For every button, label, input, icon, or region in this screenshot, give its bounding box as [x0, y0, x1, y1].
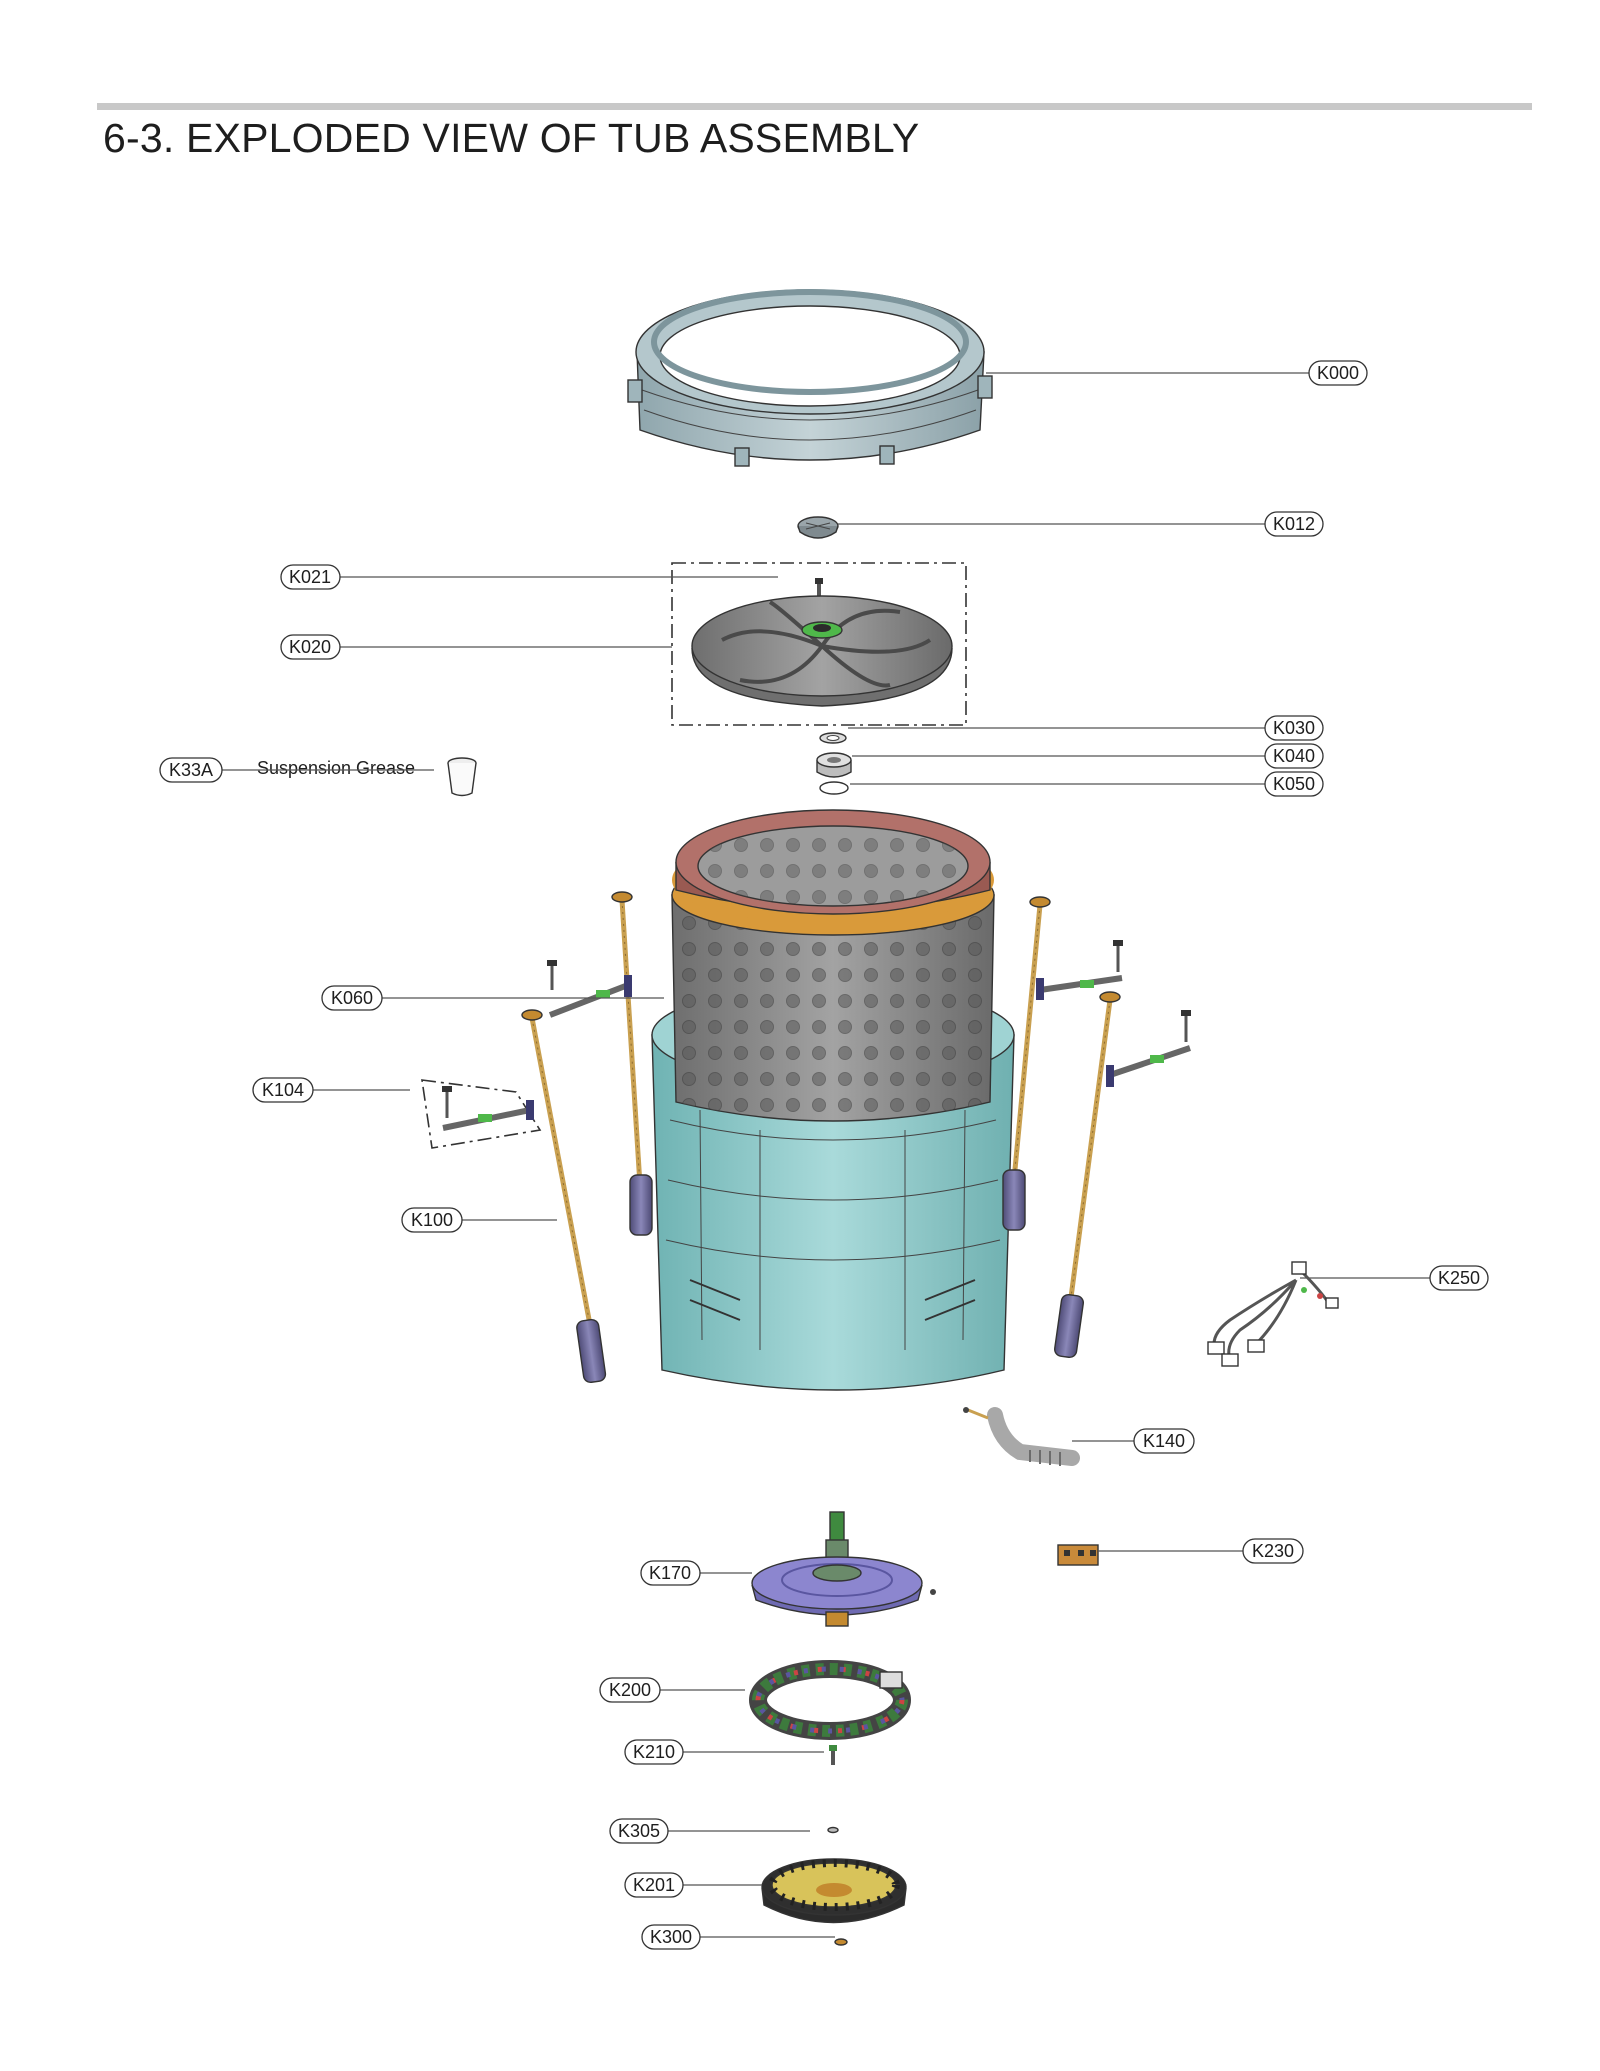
callout-K200: K200 [599, 1677, 661, 1703]
bearing-nut-k040 [816, 752, 852, 778]
callout-K104: K104 [252, 1077, 314, 1103]
header-rule [97, 103, 1532, 110]
callout-K305: K305 [609, 1818, 669, 1844]
hall-sensor-k230 [1057, 1544, 1099, 1566]
callout-K040: K040 [1264, 743, 1324, 769]
callout-K250: K250 [1429, 1265, 1489, 1291]
callout-label: K000 [1317, 363, 1359, 383]
callout-K021: K021 [280, 564, 341, 590]
callout-label: K021 [289, 567, 331, 587]
inner-drum [671, 809, 995, 1122]
washer-k305 [827, 1826, 839, 1834]
callout-K050: K050 [1264, 771, 1324, 797]
stator [749, 1660, 911, 1740]
washer-k050 [819, 781, 849, 795]
washer-k030 [819, 732, 847, 744]
callout-K100: K100 [401, 1207, 463, 1233]
page-title: 6-3. EXPLODED VIEW OF TUB ASSEMBLY [103, 115, 920, 161]
callout-label: K012 [1273, 514, 1315, 534]
callout-label: K050 [1273, 774, 1315, 794]
suspension-rod-front-right [1002, 896, 1051, 1231]
callout-K201: K201 [624, 1872, 684, 1898]
callout-label: K201 [633, 1875, 675, 1895]
callout-K060: K060 [321, 985, 383, 1011]
callout-K012: K012 [1264, 511, 1324, 537]
pulsator [691, 595, 953, 707]
suspension-rod-rear-left [521, 1009, 607, 1384]
tub-cover-ring [627, 289, 993, 467]
hanger-bracket-right-front [1036, 940, 1123, 1000]
callout-label: K100 [411, 1210, 453, 1230]
callout-K140: K140 [1133, 1428, 1195, 1454]
callout-label: K210 [633, 1742, 675, 1762]
callout-label: K020 [289, 637, 331, 657]
callout-label: K200 [609, 1680, 651, 1700]
callout-label: K300 [650, 1927, 692, 1947]
hanger-bracket-right-rear [1106, 1010, 1191, 1087]
callout-label: K170 [649, 1563, 691, 1583]
suspension-rod-front-left [611, 891, 653, 1236]
callout-K210: K210 [624, 1739, 684, 1765]
callout-label: K060 [331, 988, 373, 1008]
hanger-bracket-left-front [547, 960, 632, 1018]
drain-hose [963, 1407, 1080, 1466]
callout-label: K030 [1273, 718, 1315, 738]
grease-cup [447, 757, 477, 797]
callout-K300: K300 [641, 1924, 701, 1950]
hanger-kit-k104 [421, 1079, 542, 1149]
callout-K170: K170 [640, 1560, 701, 1586]
stator-bolt [829, 1745, 837, 1765]
callout-label: K140 [1143, 1431, 1185, 1451]
callout-K020: K020 [280, 634, 341, 660]
rotor-nut [834, 1938, 848, 1946]
leader-lines [222, 372, 1430, 1938]
pulsator-group [671, 562, 967, 726]
callout-K000: K000 [1308, 360, 1368, 386]
callout-label: K305 [618, 1821, 660, 1841]
pulsator-kit-boundary [671, 562, 967, 726]
callout-K030: K030 [1264, 715, 1324, 741]
callout-label: K104 [262, 1080, 304, 1100]
callout-label: K250 [1438, 1268, 1480, 1288]
callout-label: K040 [1273, 746, 1315, 766]
callout-K33A: K33A [159, 757, 223, 783]
wire-harness [1207, 1261, 1339, 1367]
callout-label: K230 [1252, 1541, 1294, 1561]
callout-K230: K230 [1242, 1538, 1304, 1564]
suspension-rod-rear-right [1053, 991, 1121, 1359]
suspension-grease-text: Suspension Grease [257, 758, 415, 778]
pulsator-bolt [815, 578, 823, 598]
callout-label: K33A [169, 760, 213, 780]
rotor [761, 1858, 907, 1924]
center-cap [797, 516, 839, 539]
clutch-assembly [751, 1511, 936, 1627]
